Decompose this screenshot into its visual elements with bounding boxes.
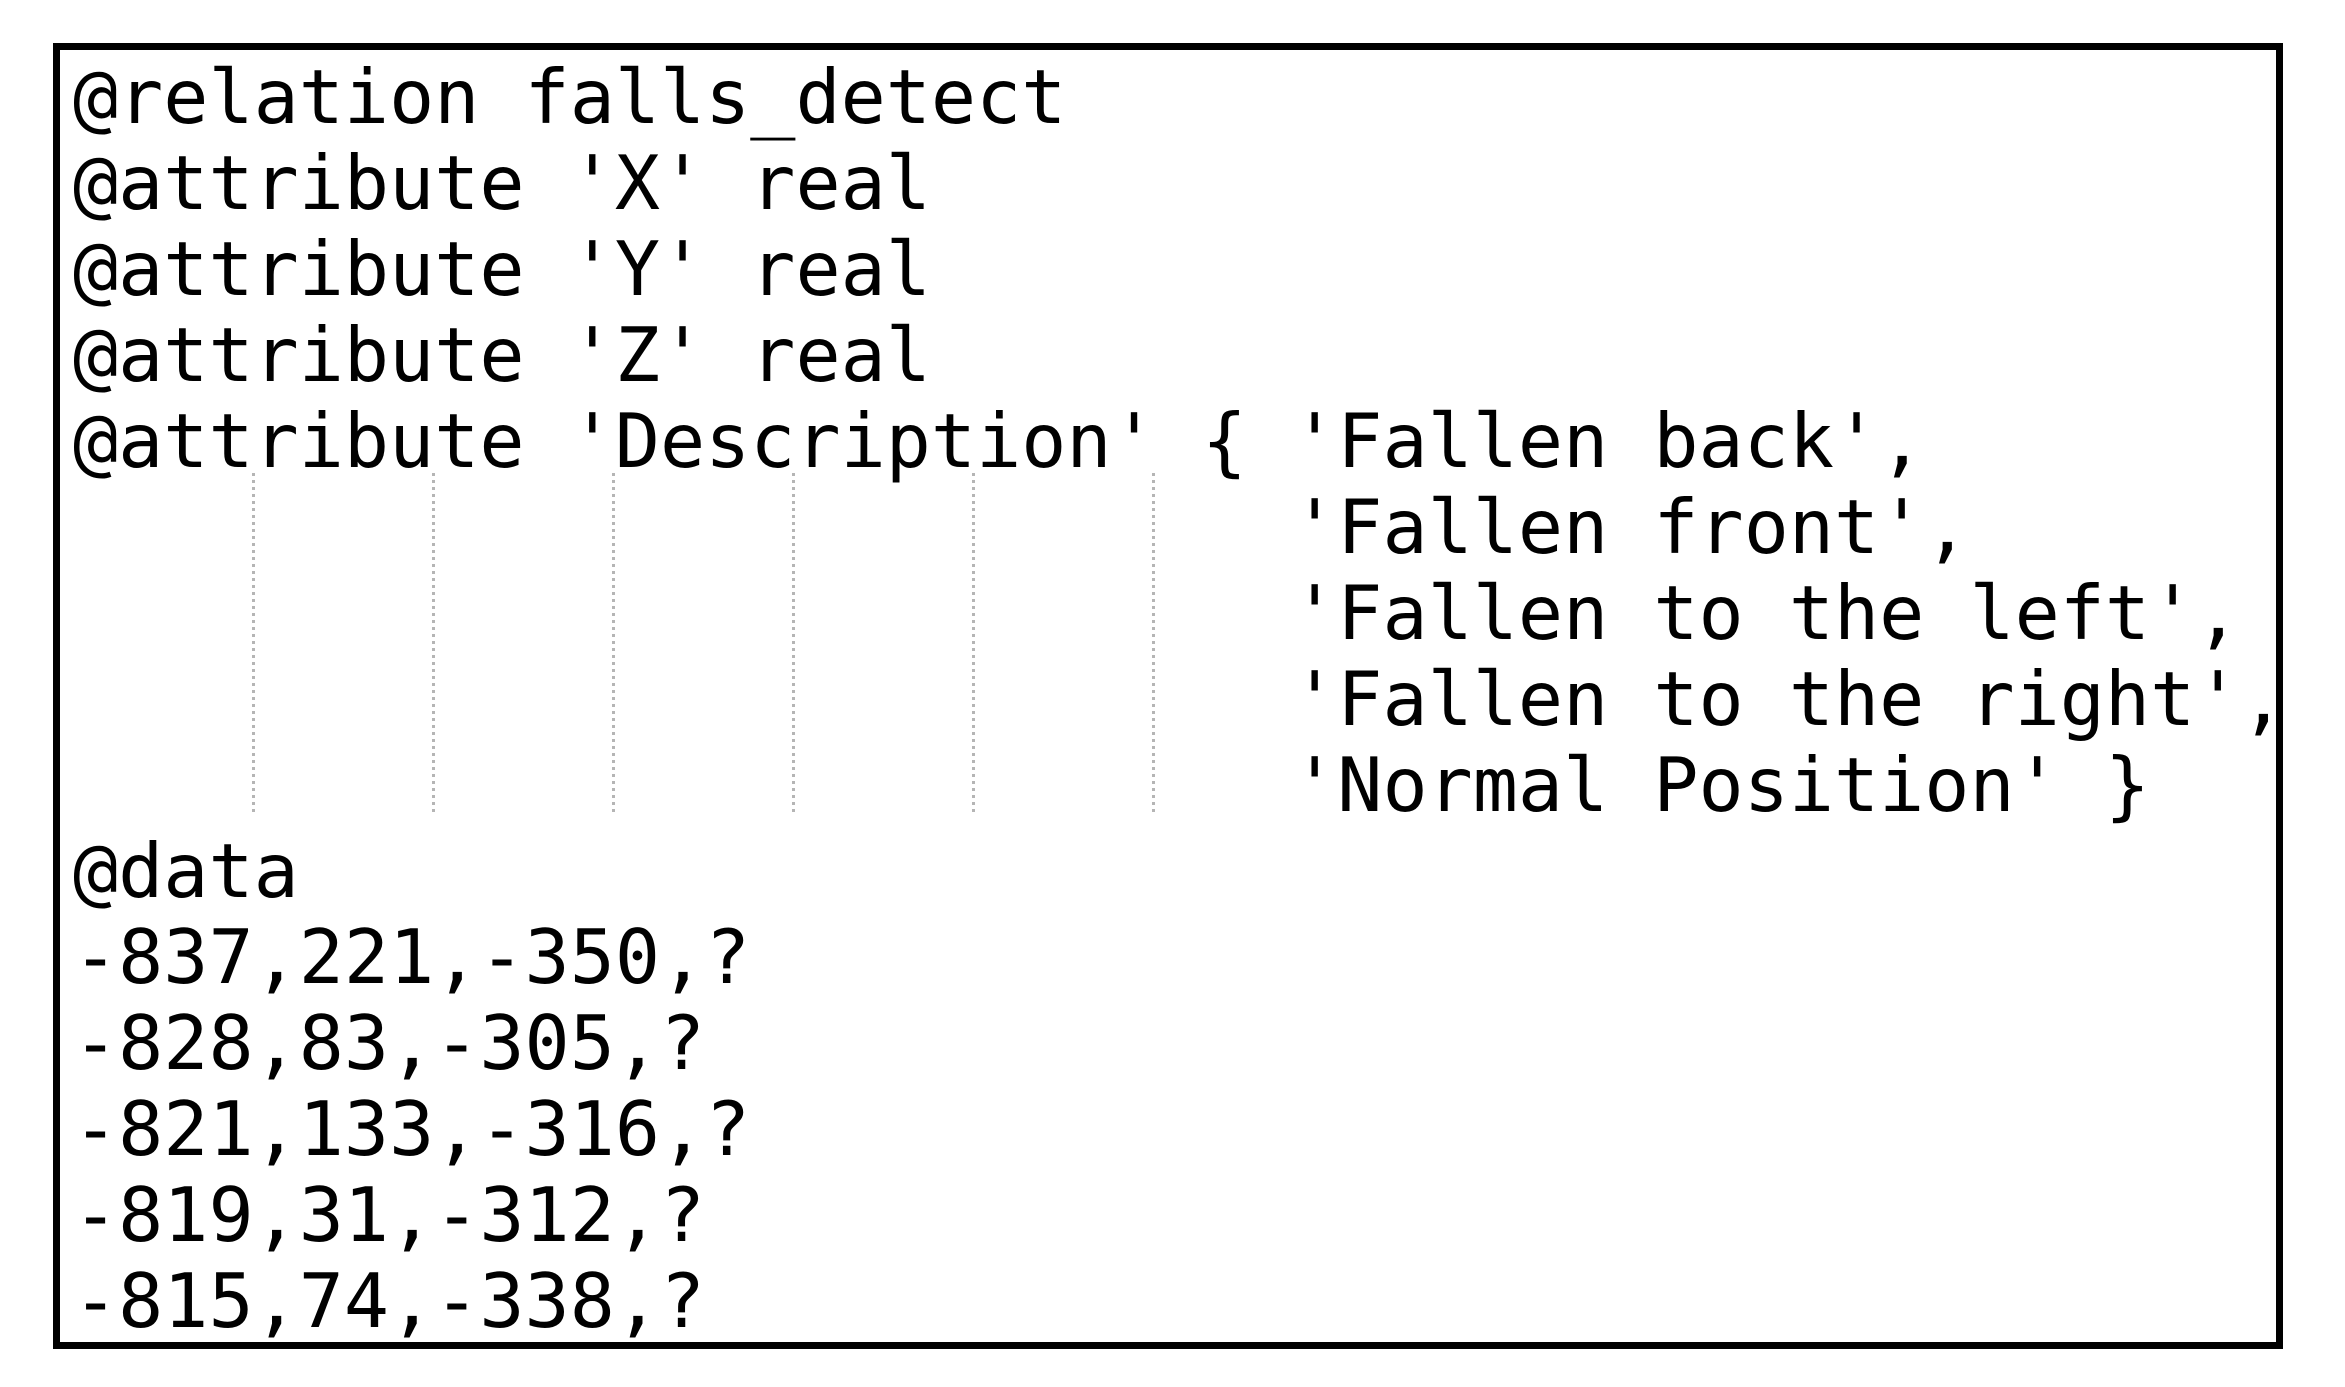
code-line: @attribute 'X' real [73, 139, 931, 227]
code-line: 'Fallen to the left', [73, 569, 2241, 657]
tab-guide-dotted-line [792, 473, 795, 814]
code-line: @attribute 'Z' real [73, 311, 931, 399]
code-line: 'Fallen front', [73, 483, 1970, 571]
arff-code-box: @relation falls_detect@attribute 'X' rea… [53, 43, 2283, 1349]
code-line: -828,83,-305,? [73, 999, 706, 1087]
arff-code-text: @relation falls_detect@attribute 'X' rea… [73, 53, 2283, 1345]
code-line: -837,221,-350,? [73, 913, 751, 1001]
tab-guide-dotted-line [252, 473, 255, 814]
code-line: @attribute 'Description' { 'Fallen back'… [73, 397, 1925, 485]
code-line: @data [73, 827, 299, 915]
tab-guide-dotted-line [612, 473, 615, 814]
tab-guide-dotted-line [432, 473, 435, 814]
code-line: -821,133,-316,? [73, 1085, 751, 1173]
code-line: 'Normal Position' } [73, 741, 2151, 829]
code-line: 'Fallen to the right', [73, 655, 2283, 743]
tab-guide-dotted-line [972, 473, 975, 814]
code-line: @attribute 'Y' real [73, 225, 931, 313]
code-line: @relation falls_detect [73, 53, 1067, 141]
tab-guide-dotted-line [1152, 473, 1155, 814]
code-line: -819,31,-312,? [73, 1171, 706, 1259]
code-line: -815,74,-338,? [73, 1257, 706, 1345]
